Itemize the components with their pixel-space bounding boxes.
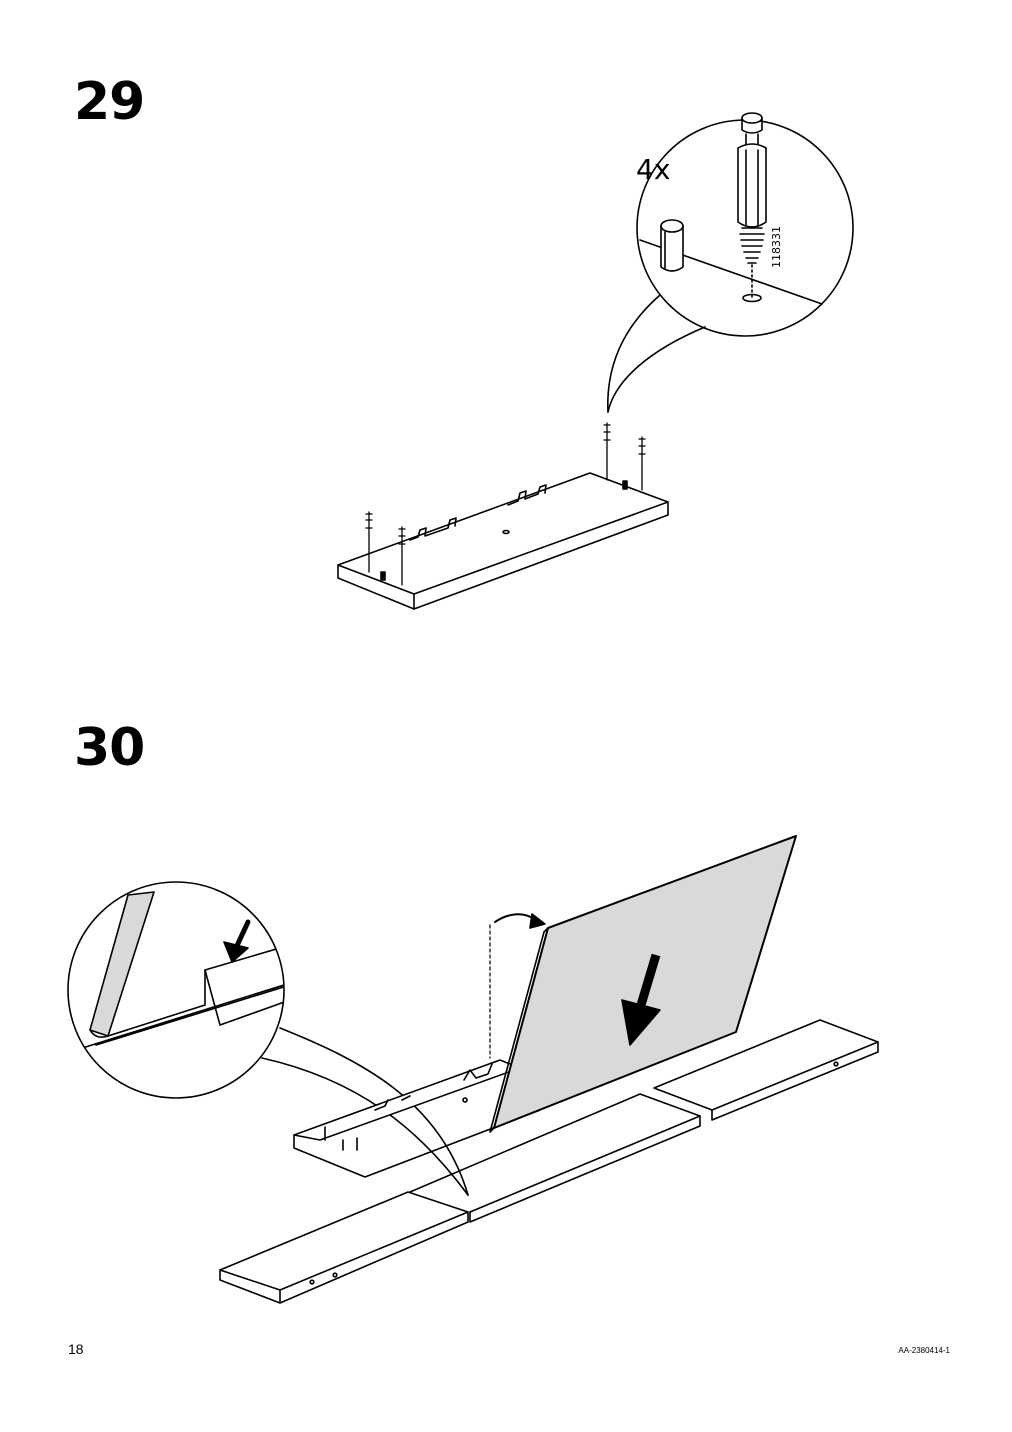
cam-dowel-set — [365, 422, 646, 586]
step-number-29: 29 — [74, 72, 145, 132]
detail-circle-30 — [67, 881, 469, 1196]
document-code: AA-2380414-1 — [898, 1346, 950, 1355]
cam-lock-dowel-icon — [737, 112, 767, 303]
down-arrow-icon — [621, 953, 661, 1046]
page-number: 18 — [68, 1341, 84, 1357]
step-29-illustration: 4x 118331 — [337, 112, 854, 610]
quantity-label: 4x — [636, 153, 670, 186]
side-panel-board — [337, 472, 669, 610]
base-rails — [219, 1019, 879, 1304]
rotate-arrow-icon — [494, 913, 546, 929]
wooden-dowel-icon — [660, 219, 684, 272]
part-number-label: 118331 — [770, 226, 783, 268]
step-number-30: 30 — [74, 718, 145, 778]
